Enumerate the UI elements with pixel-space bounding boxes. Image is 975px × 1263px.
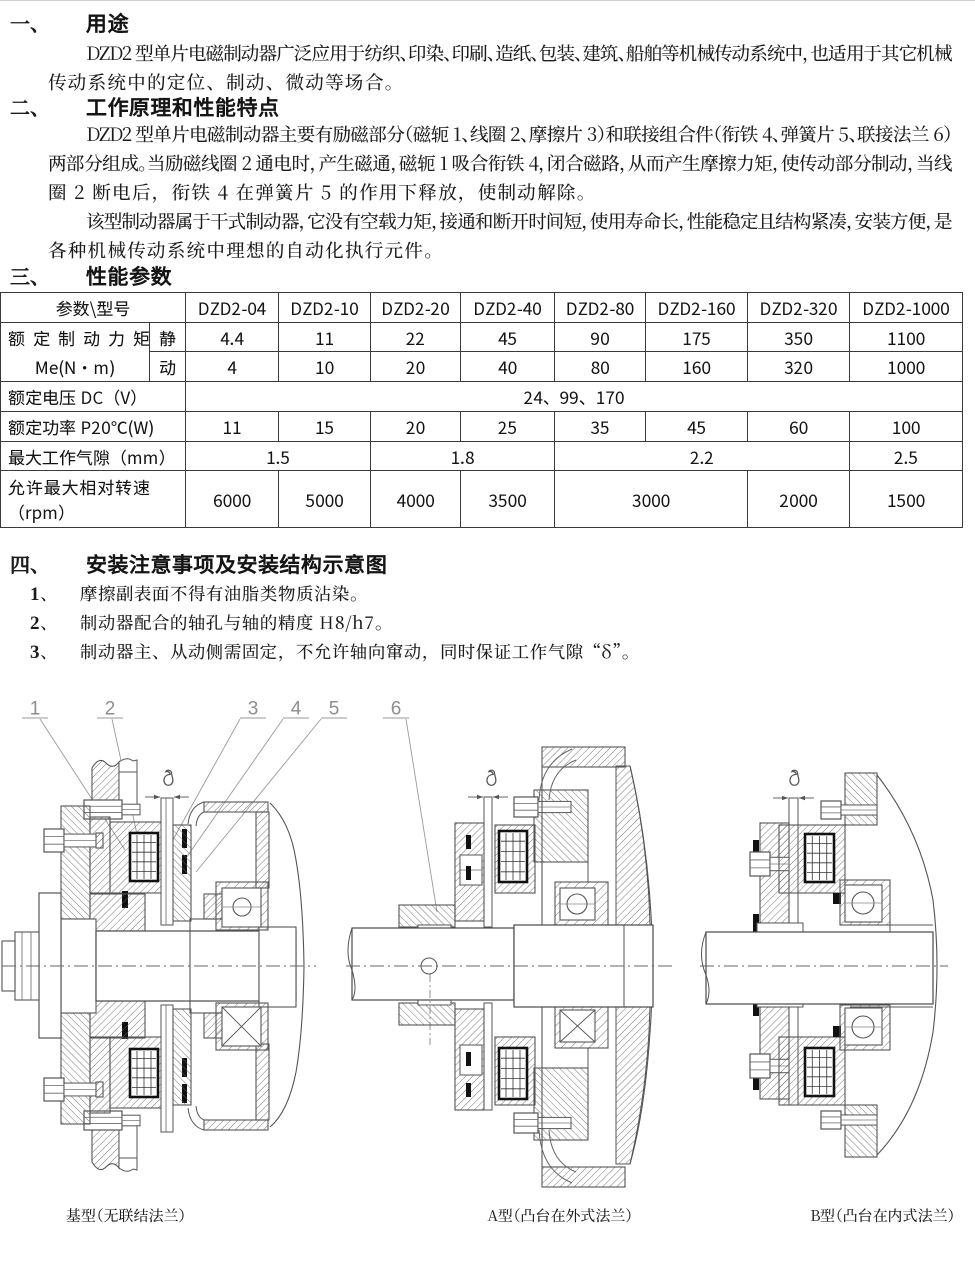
svg-text:3: 3: [248, 699, 259, 720]
svg-text:4: 4: [291, 699, 302, 720]
svg-text:6: 6: [391, 699, 402, 720]
svg-text:1: 1: [30, 699, 41, 720]
svg-text:5: 5: [329, 699, 340, 720]
svg-text:2: 2: [105, 699, 116, 720]
